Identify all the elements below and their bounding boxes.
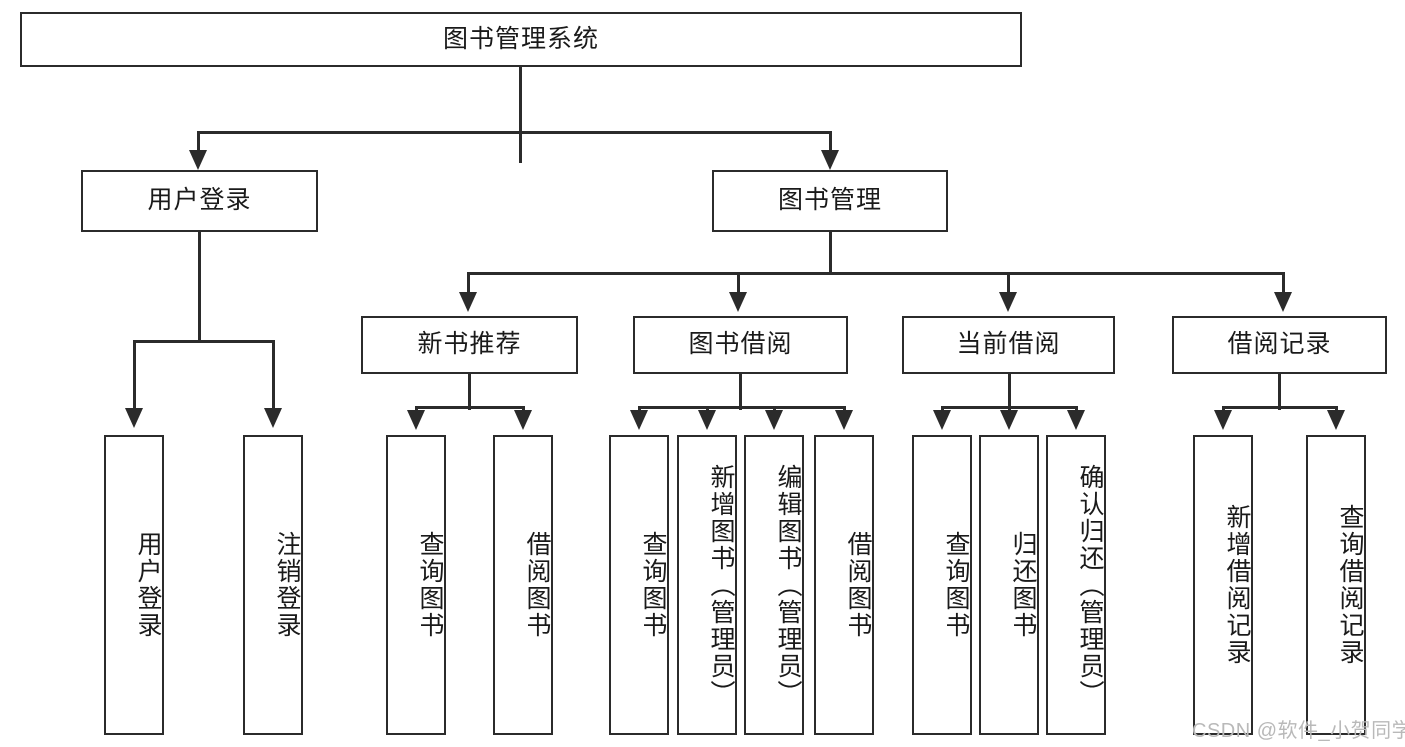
connector-user-login-drop-left [133, 340, 136, 410]
node-book-borrow[interactable]: 图书借阅 [633, 316, 848, 374]
leaf-label: 新增图书（管理员） [707, 463, 735, 707]
connector-tier3-drop-3 [1007, 272, 1010, 294]
connector-book-borrow-drop-3 [773, 406, 776, 412]
node-label: 当前借阅 [956, 330, 1061, 359]
leaf-label: 用户登录 [134, 531, 162, 639]
node-system-root[interactable]: 图书管理系统 [20, 12, 1022, 67]
connector-tier3-drop-4 [1282, 272, 1285, 294]
leaf-label: 查询图书 [639, 531, 667, 639]
leaf-user-login[interactable]: 用户登录 [104, 435, 164, 735]
leaf-query-book-1[interactable]: 查询图书 [386, 435, 446, 735]
connector-root-bus [197, 131, 831, 134]
connector-current-borrow-drop-3 [1075, 406, 1078, 412]
leaf-label: 编辑图书（管理员） [774, 463, 802, 707]
node-label: 用户登录 [147, 186, 252, 215]
connector-new-book-stem [468, 374, 471, 410]
arrow-to-leaf-add-book [698, 410, 716, 430]
arrow-to-new-book-recommend [459, 292, 477, 312]
node-label: 图书管理系统 [442, 24, 599, 53]
connector-tier3-drop-1 [467, 272, 470, 294]
leaf-label: 归还图书 [1009, 531, 1037, 639]
leaf-borrow-book-1[interactable]: 借阅图书 [493, 435, 553, 735]
leaf-add-record[interactable]: 新增借阅记录 [1193, 435, 1253, 735]
leaf-confirm-return[interactable]: 确认归还（管理员） [1046, 435, 1106, 735]
leaf-borrow-book-2[interactable]: 借阅图书 [814, 435, 874, 735]
connector-new-book-bus [415, 406, 525, 409]
leaf-query-record[interactable]: 查询借阅记录 [1306, 435, 1366, 735]
arrow-to-leaf-query-book-1 [407, 410, 425, 430]
leaf-label: 查询借阅记录 [1336, 504, 1364, 666]
connector-borrow-record-drop-1 [1222, 406, 1225, 412]
arrow-to-book-borrow [729, 292, 747, 312]
connector-current-borrow-drop-1 [941, 406, 944, 412]
connector-borrow-record-bus [1222, 406, 1338, 409]
leaf-query-book-2[interactable]: 查询图书 [609, 435, 669, 735]
arrow-to-leaf-query-book-2 [630, 410, 648, 430]
connector-borrow-record-drop-2 [1335, 406, 1338, 412]
leaf-return-book[interactable]: 归还图书 [979, 435, 1039, 735]
leaf-label: 新增借阅记录 [1223, 504, 1251, 666]
connector-tier3-drop-2 [737, 272, 740, 294]
connector-book-borrow-drop-1 [638, 406, 641, 412]
node-user-login[interactable]: 用户登录 [81, 170, 318, 232]
node-label: 新书推荐 [417, 330, 522, 359]
connector-book-borrow-drop-4 [843, 406, 846, 412]
arrow-to-user-login [189, 150, 207, 170]
arrow-to-leaf-edit-book [765, 410, 783, 430]
leaf-logout-login[interactable]: 注销登录 [243, 435, 303, 735]
connector-user-login-stem [198, 232, 201, 342]
arrow-to-leaf-borrow-book-2 [835, 410, 853, 430]
leaf-label: 借阅图书 [844, 531, 872, 639]
connector-current-borrow-drop-2 [1008, 406, 1011, 412]
connector-current-borrow-stem [1008, 374, 1011, 410]
arrow-to-leaf-return-book [1000, 410, 1018, 430]
connector-book-borrow-stem [739, 374, 742, 410]
connector-book-management-stem [829, 232, 832, 274]
connector-book-borrow-bus [638, 406, 846, 409]
node-new-book-recommend[interactable]: 新书推荐 [361, 316, 578, 374]
leaf-label: 查询图书 [942, 531, 970, 639]
arrow-to-leaf-query-book-3 [933, 410, 951, 430]
connector-user-login-drop-right [272, 340, 275, 410]
node-label: 图书借阅 [688, 330, 793, 359]
arrow-to-leaf-borrow-book-1 [514, 410, 532, 430]
leaf-query-book-3[interactable]: 查询图书 [912, 435, 972, 735]
arrow-to-leaf-confirm-return [1067, 410, 1085, 430]
connector-root-drop-left [197, 131, 200, 153]
leaf-add-book[interactable]: 新增图书（管理员） [677, 435, 737, 735]
leaf-edit-book[interactable]: 编辑图书（管理员） [744, 435, 804, 735]
connector-tier3-bus [467, 272, 1285, 275]
node-label: 借阅记录 [1227, 330, 1332, 359]
arrow-to-book-management [821, 150, 839, 170]
arrow-to-leaf-user-login [125, 408, 143, 428]
arrow-to-leaf-logout-login [264, 408, 282, 428]
leaf-label: 查询图书 [416, 531, 444, 639]
connector-new-book-drop-2 [522, 406, 525, 412]
leaf-label: 注销登录 [273, 531, 301, 639]
arrow-to-borrow-record [1274, 292, 1292, 312]
arrow-to-leaf-add-record [1214, 410, 1232, 430]
connector-book-borrow-drop-2 [706, 406, 709, 412]
node-borrow-record[interactable]: 借阅记录 [1172, 316, 1387, 374]
leaf-label: 确认归还（管理员） [1076, 463, 1104, 707]
node-book-management[interactable]: 图书管理 [712, 170, 948, 232]
connector-user-login-bus [133, 340, 275, 343]
connector-borrow-record-stem [1278, 374, 1281, 410]
node-label: 图书管理 [777, 186, 882, 215]
csdn-watermark: CSDN @软件_小贺同学 [1192, 720, 1405, 742]
connector-new-book-drop-1 [415, 406, 418, 412]
connector-root-drop-right [829, 131, 832, 153]
connector-root-stem [519, 67, 522, 163]
leaf-label: 借阅图书 [523, 531, 551, 639]
arrow-to-leaf-query-record [1327, 410, 1345, 430]
node-current-borrow[interactable]: 当前借阅 [902, 316, 1115, 374]
arrow-to-current-borrow [999, 292, 1017, 312]
